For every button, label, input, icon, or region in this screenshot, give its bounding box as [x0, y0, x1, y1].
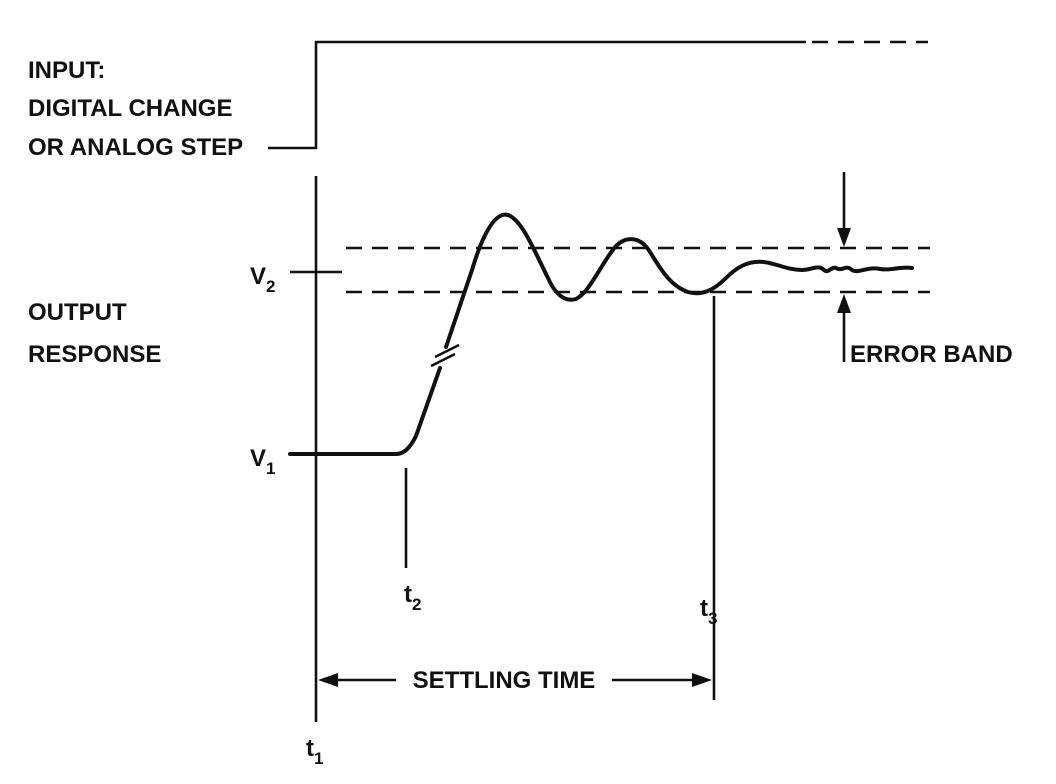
response-rise-segment: [288, 366, 442, 456]
settling-time-arrowhead-left: [318, 673, 338, 687]
error-band-bottom-arrowhead: [837, 294, 851, 313]
t1-label: t1: [306, 735, 323, 768]
error-band-arrows: [837, 172, 851, 362]
response-break-mark-2: [434, 343, 460, 359]
error-band-top-arrowhead: [837, 228, 851, 247]
input-label-line2: DIGITAL CHANGE: [28, 95, 232, 122]
input-step-line: [268, 40, 806, 150]
input-label-line3: OR ANALOG STEP: [28, 134, 243, 161]
settling-time-arrowhead-right: [692, 673, 712, 687]
v2-label: V2: [250, 263, 275, 296]
v1-label: V1: [250, 445, 275, 478]
output-response-curve: [288, 212, 914, 456]
settling-time-label: SETTLING TIME: [413, 667, 596, 694]
response-oscillation-segment: [444, 212, 914, 349]
t3-label: t3: [700, 595, 717, 628]
error-band-label: ERROR BAND: [850, 341, 1013, 368]
output-label-line1: OUTPUT: [28, 299, 127, 326]
input-label-line1: INPUT:: [28, 57, 105, 84]
input-step-waveform: [268, 40, 928, 150]
t2-label: t2: [404, 581, 421, 614]
settling-time-arrow: [318, 673, 712, 687]
response-break-mark-1: [430, 352, 456, 368]
output-label-line2: RESPONSE: [28, 341, 161, 368]
